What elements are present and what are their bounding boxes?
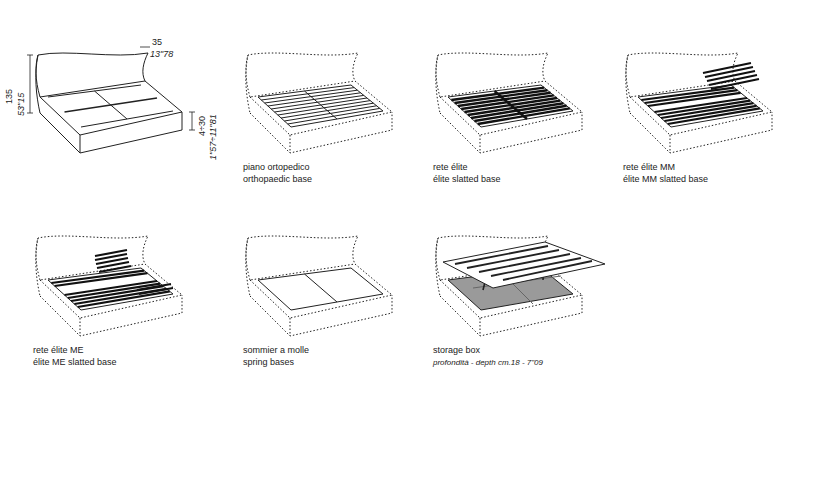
dimension-value: 53"15 <box>16 93 27 116</box>
dimension-value: 1"57÷11"81 <box>208 114 219 160</box>
caption-english: élite ME slatted base <box>33 357 117 368</box>
caption-note: profondità - depth cm.18 - 7"09 <box>433 357 543 368</box>
caption-italian: storage box <box>433 345 480 356</box>
dimension-value: 13"78 <box>150 49 173 60</box>
caption-english: orthopaedic base <box>243 174 312 185</box>
caption-italian: rete élite <box>433 162 468 173</box>
dimension-value: 35 <box>152 37 162 48</box>
dimension-value: 4÷30 <box>197 116 208 136</box>
caption-italian: sommier a molle <box>243 345 309 356</box>
caption-english: élite slatted base <box>433 174 501 185</box>
caption-english: spring bases <box>243 357 294 368</box>
dimension-value: 135 <box>4 89 15 104</box>
caption-italian: rete élite ME <box>33 345 84 356</box>
caption-italian: piano ortopedico <box>243 162 310 173</box>
caption-english: élite MM slatted base <box>623 174 708 185</box>
caption-italian: rete élite MM <box>623 162 675 173</box>
